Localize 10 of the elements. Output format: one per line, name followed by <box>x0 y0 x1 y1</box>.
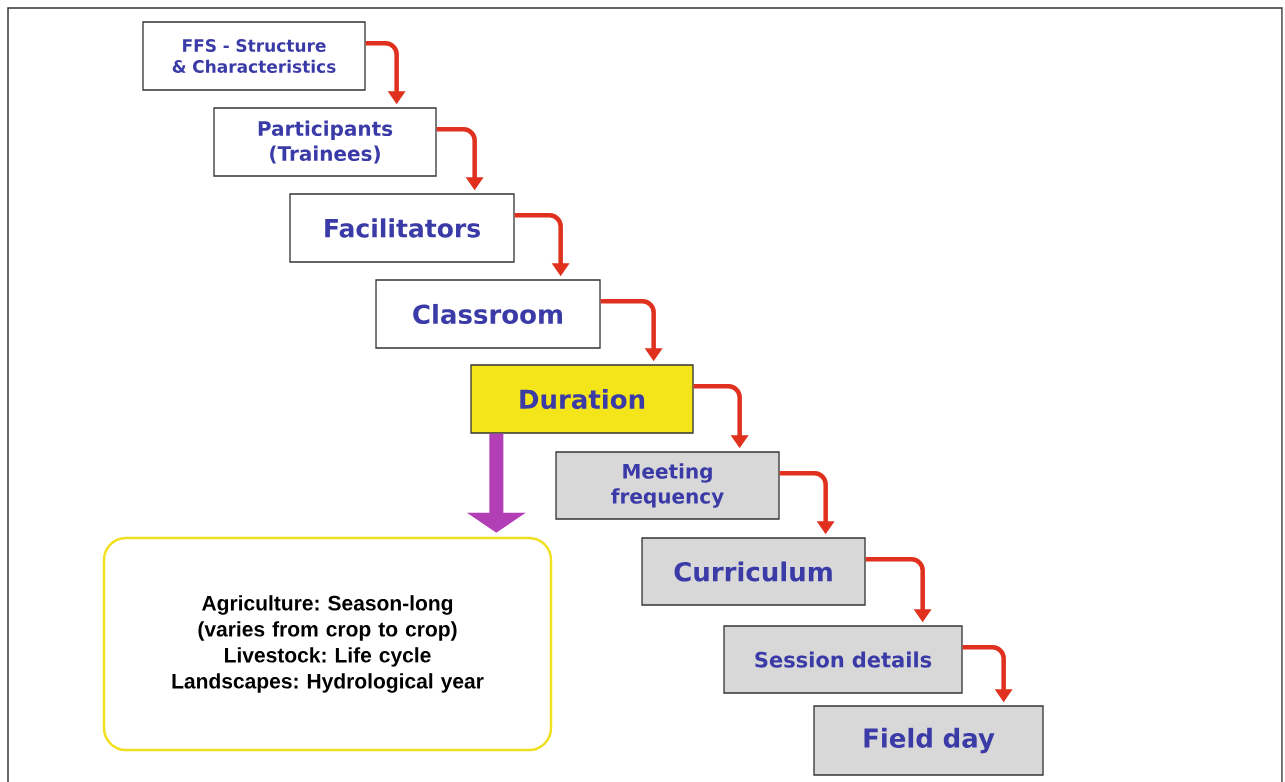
process-box: Participants (Trainees) <box>213 107 437 177</box>
process-box: Facilitators <box>289 193 515 263</box>
process-box: Field day <box>813 705 1044 776</box>
process-box: Curriculum <box>641 537 866 606</box>
process-box: Duration <box>470 364 694 434</box>
note-box: Agriculture: Season-long (varies from crop to crop) Livestock: Life cycle Landscapes: Hydrological year <box>102 536 553 752</box>
process-box: Meeting frequency <box>555 451 780 520</box>
process-box: FFS - Structure & Characteristics <box>142 21 366 91</box>
process-box: Classroom <box>375 279 601 349</box>
process-box: Session details <box>723 625 963 694</box>
